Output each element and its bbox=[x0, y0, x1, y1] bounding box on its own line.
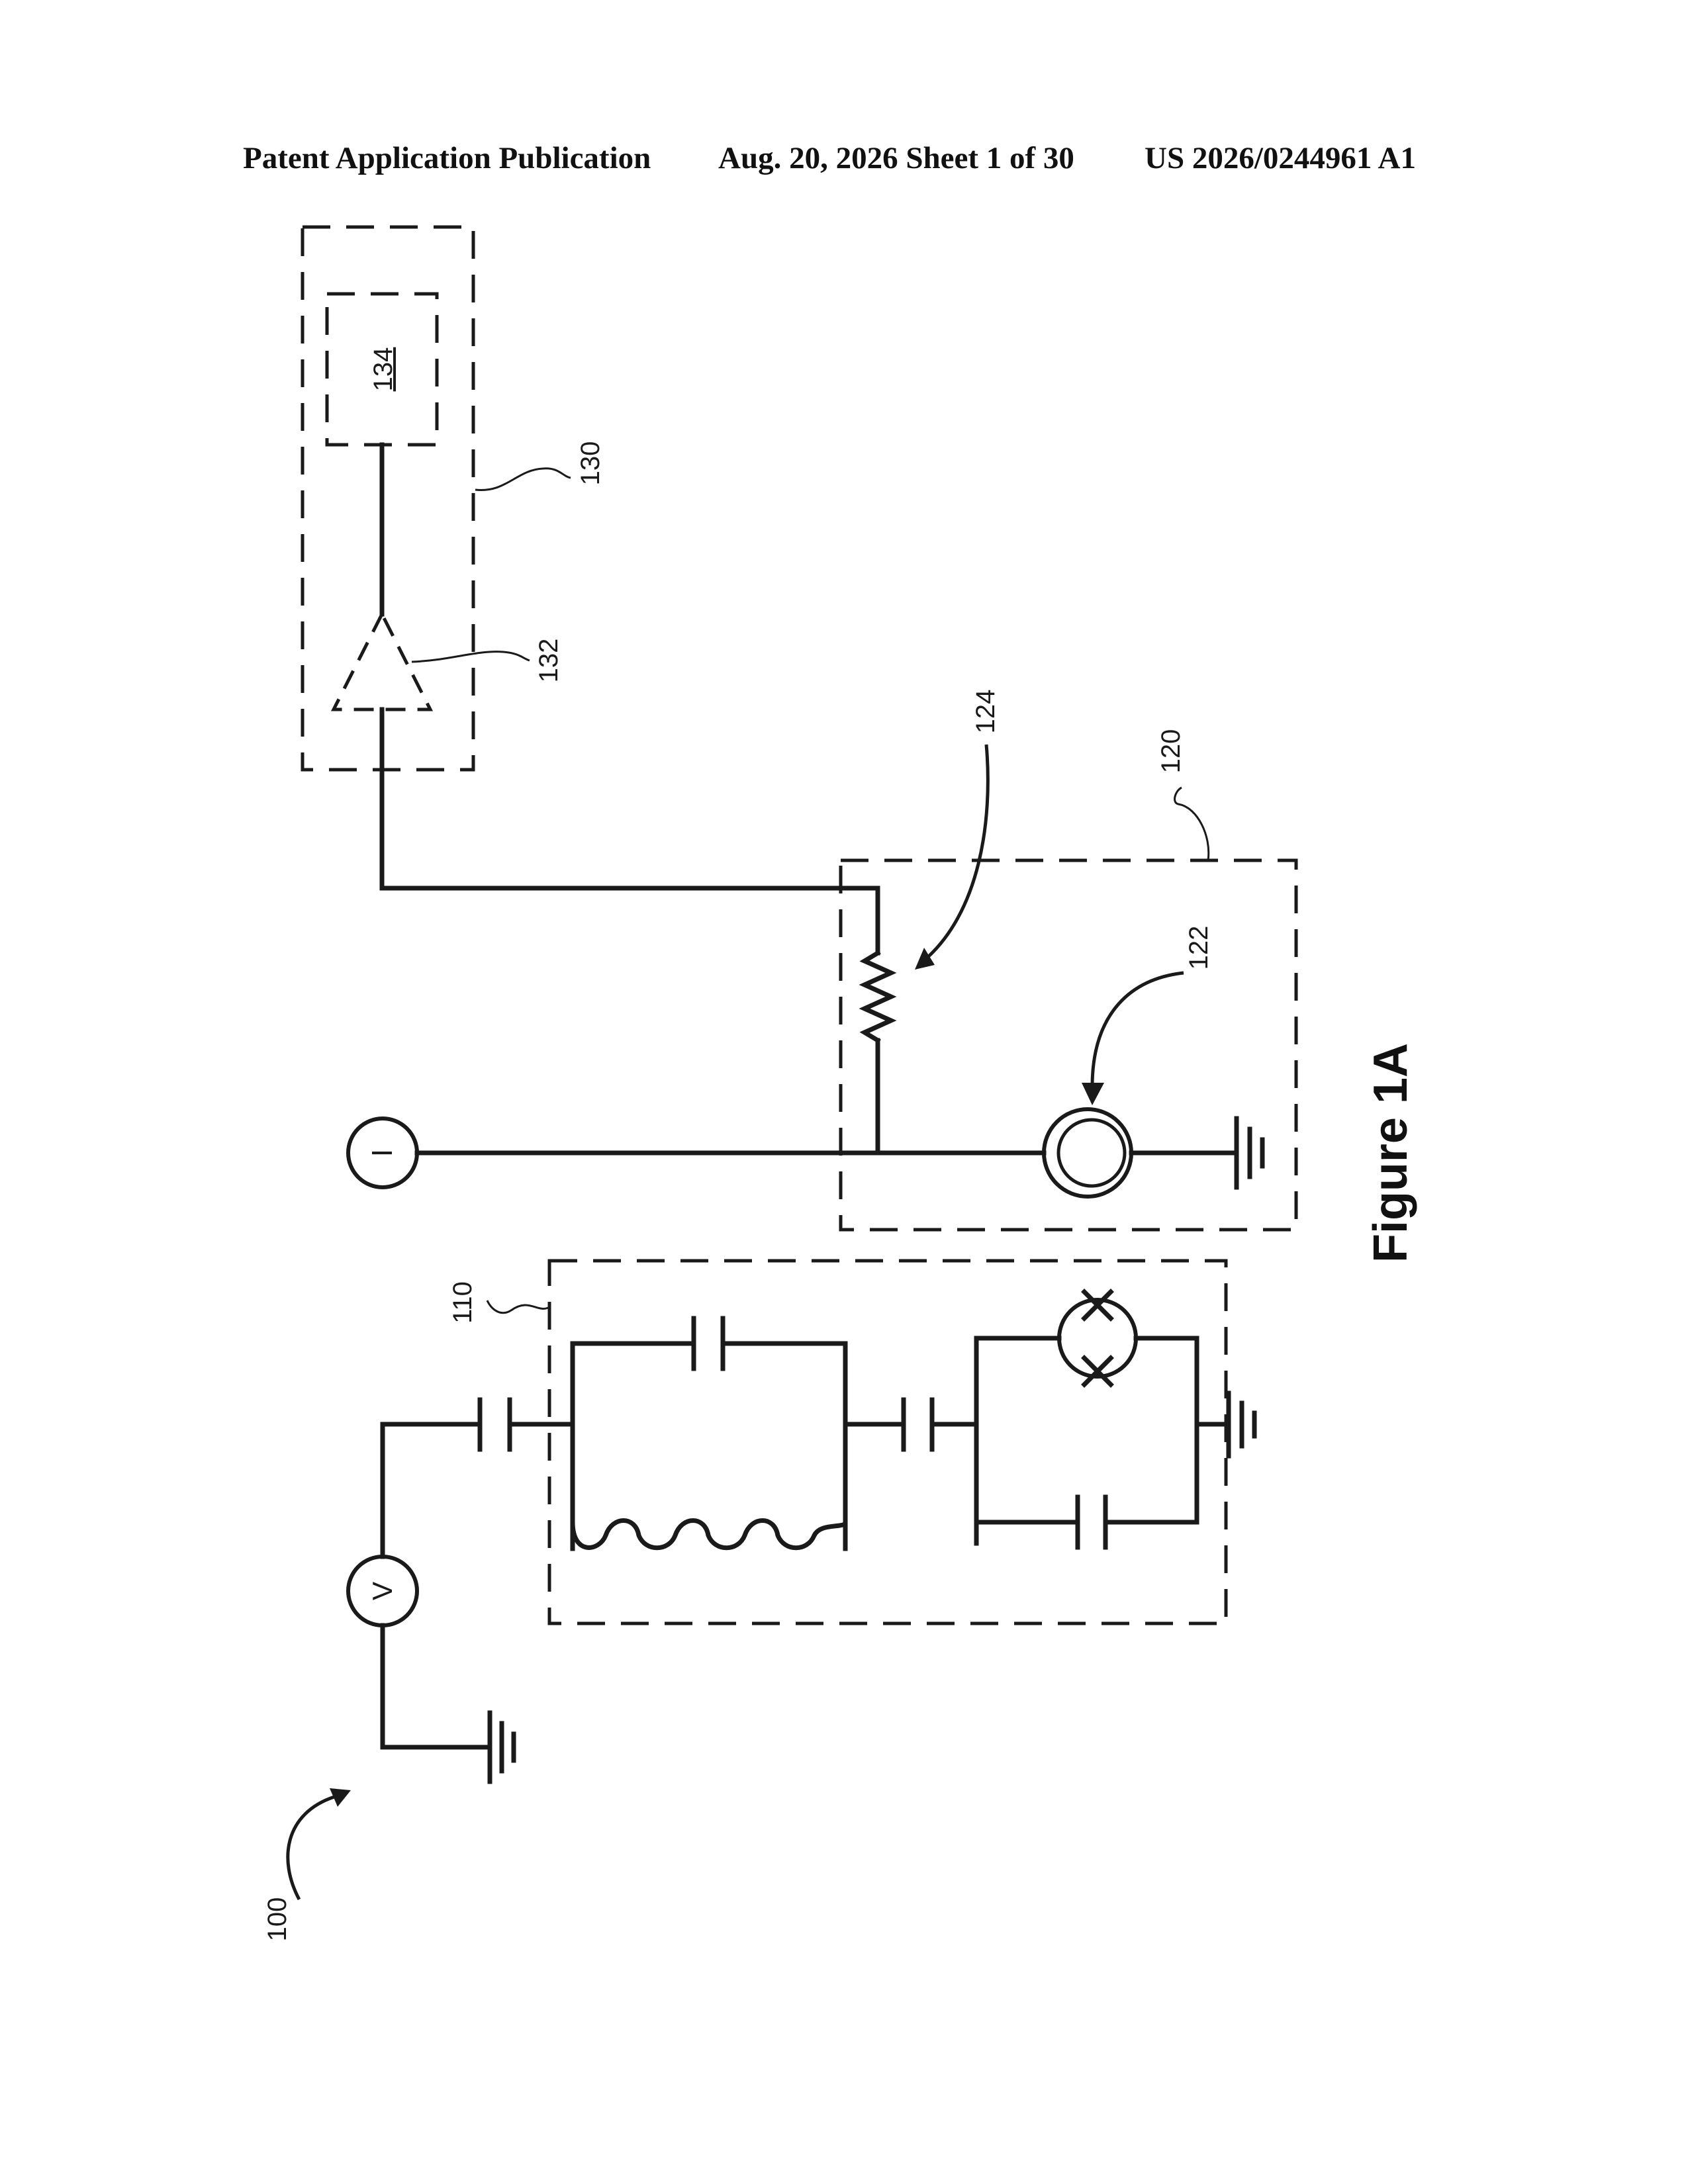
label-110: 110 bbox=[448, 1281, 477, 1324]
voltage-source-label: V bbox=[367, 1582, 398, 1600]
label-124: 124 bbox=[971, 690, 1000, 734]
lc-right-rail bbox=[723, 1343, 845, 1549]
lc-left-rail bbox=[573, 1343, 694, 1549]
label-100: 100 bbox=[263, 1897, 292, 1942]
leader-110 bbox=[487, 1300, 549, 1313]
wire-v-to-ground bbox=[383, 1625, 490, 1747]
resistor-124 bbox=[865, 953, 891, 1040]
arrow-122 bbox=[1092, 973, 1184, 1087]
label-132: 132 bbox=[534, 639, 563, 683]
label-122: 122 bbox=[1184, 926, 1213, 970]
leader-120 bbox=[1175, 788, 1209, 860]
qubit-right-rail bbox=[1136, 1338, 1197, 1522]
wire-amp-to-resistor bbox=[382, 709, 878, 953]
label-120: 120 bbox=[1156, 729, 1186, 774]
figure-title: Figure 1A bbox=[1364, 1043, 1417, 1263]
block-110-boundary bbox=[549, 1261, 1226, 1623]
josephson-loop bbox=[1059, 1300, 1136, 1377]
block-134-label: 134 bbox=[369, 347, 398, 392]
arrow-124 bbox=[923, 745, 988, 961]
arrow-100 bbox=[288, 1797, 334, 1899]
current-source-label: I bbox=[366, 1149, 399, 1157]
leader-132 bbox=[412, 652, 530, 662]
element-122-inner bbox=[1058, 1120, 1125, 1186]
leader-130 bbox=[475, 469, 571, 490]
label-130: 130 bbox=[576, 441, 605, 486]
wire-v-to-coupling bbox=[383, 1424, 480, 1557]
qubit-left-rail bbox=[976, 1338, 1059, 1543]
inductor bbox=[573, 1521, 845, 1548]
arrowhead-122 bbox=[1082, 1083, 1104, 1105]
